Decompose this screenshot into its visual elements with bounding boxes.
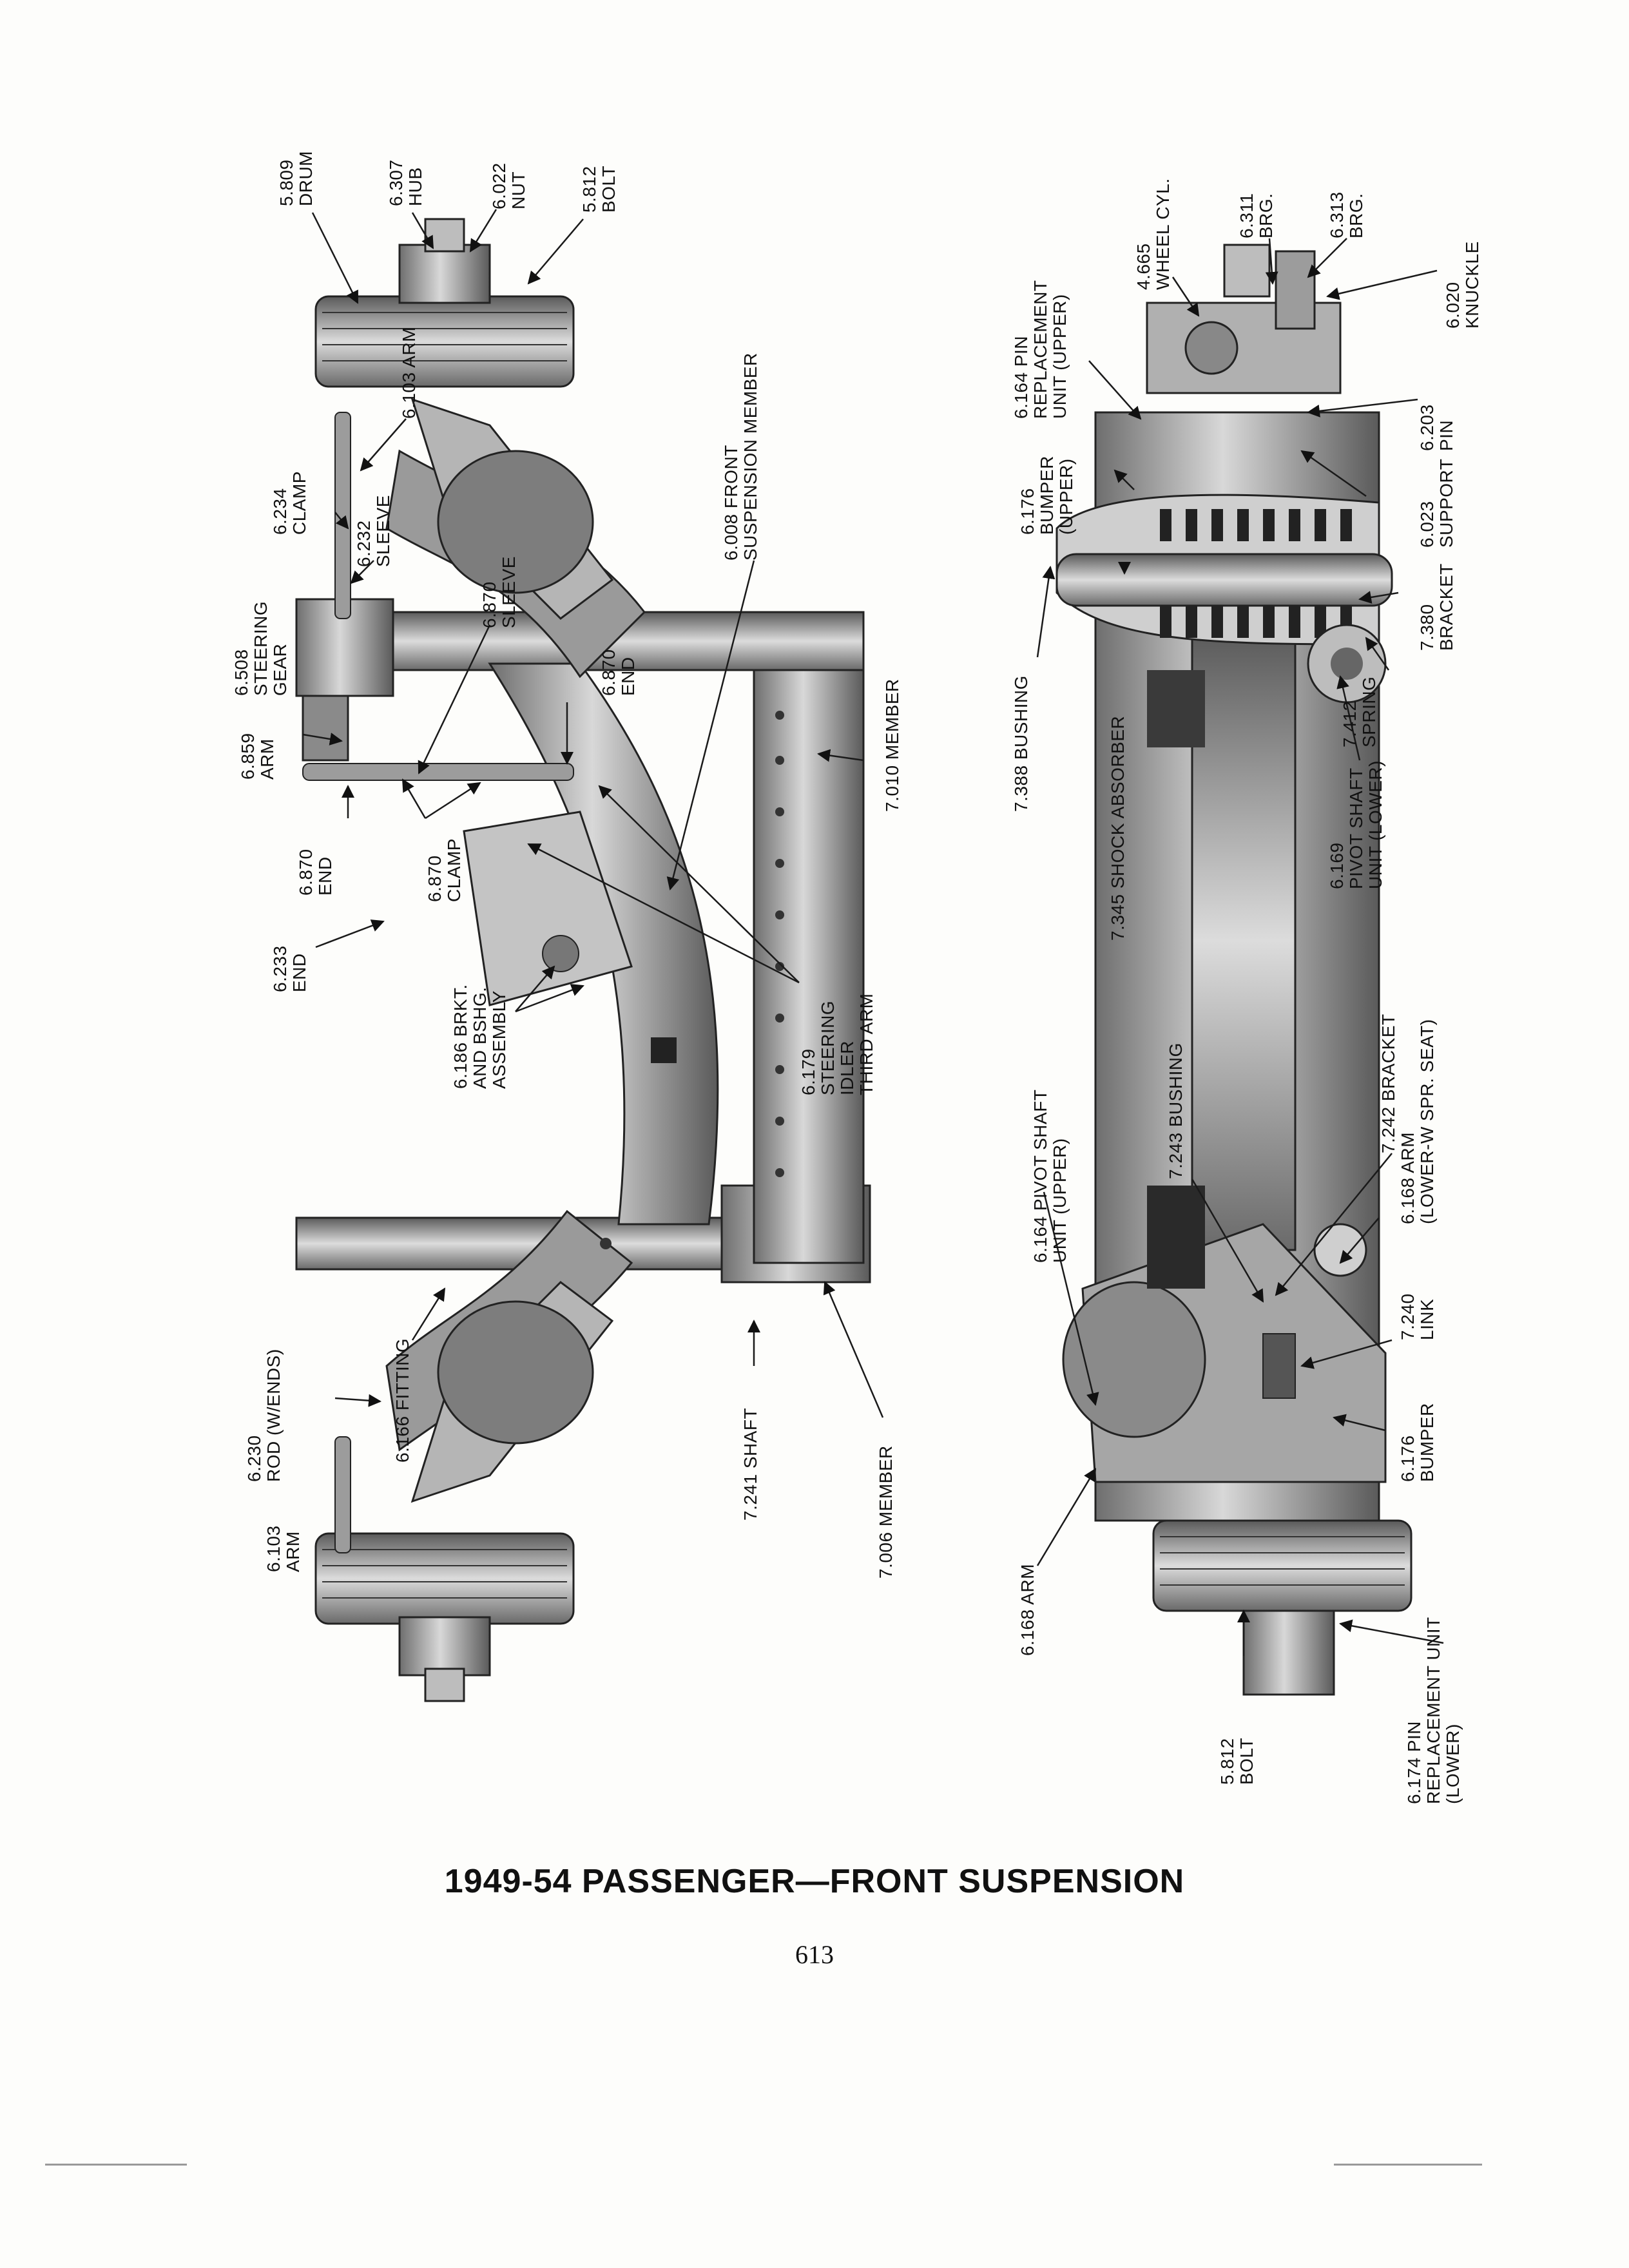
callout-part-number: 6.169 [1327, 842, 1347, 889]
callout-part-number: 6.203 [1417, 404, 1437, 451]
callout-part-label: 6.103 ARM [399, 326, 419, 419]
callout-part-name: PIN [1436, 419, 1456, 451]
callout-part-number: 6.859 [238, 733, 258, 780]
left-assembly-photo [295, 218, 871, 1702]
callout-part-name: BUMPER [1417, 1403, 1437, 1482]
callout-part-name: END [315, 856, 335, 896]
callout-part-name: WHEEL CYL. [1153, 178, 1173, 290]
callout-part-name: PIVOT SHAFT [1346, 767, 1366, 889]
callout-part-name: BRG. [1256, 193, 1276, 238]
callout-part-name: SLEEVE [499, 556, 519, 628]
callout-part-number: 6.233 [270, 945, 290, 992]
callout-part-number: 6.232 [354, 520, 374, 567]
callout-part-number: 6.313 [1327, 191, 1347, 238]
callout-part-label: 7.242 BRACKET [1378, 1014, 1398, 1153]
callout-part-number: 4.665 [1133, 243, 1153, 290]
page-number: 613 [795, 1940, 834, 1969]
callout-part-number: 6.164 PIN [1011, 335, 1031, 419]
callout-part-number: 6.234 [270, 488, 290, 535]
callout-part-name: UNIT (UPPER) [1050, 294, 1070, 419]
callout-part-name: UNIT (UPPER) [1050, 1138, 1070, 1263]
callout-part-number: 5.812 [1217, 1738, 1237, 1785]
callout-part-name: SPRING [1359, 676, 1379, 747]
callout-part-name: NUT [508, 171, 528, 209]
callout-part-number: 6.103 [264, 1525, 284, 1572]
callout-part-number: 6.870 [425, 855, 445, 902]
callout-part-number: 7.240 [1398, 1293, 1418, 1340]
callout-part-number: 5.809 [276, 159, 296, 206]
callout-part-label: 7.241 SHAFT [740, 1407, 760, 1521]
callout-part-number: 6.008 FRONT [721, 445, 741, 561]
callout-part-name: THIRD ARM [856, 993, 876, 1096]
callout-part-number: 6.307 [386, 159, 406, 206]
callout-part-number: 6.179 [798, 1048, 818, 1095]
callout-part-name: ROD (W/ENDS) [264, 1349, 284, 1482]
callout-part-name: ARM [283, 1531, 303, 1572]
callout-part-name: REPLACEMENT UNIT [1423, 1617, 1443, 1804]
callout-part-number: 7.412 [1340, 700, 1360, 747]
callout-part-name: CLAMP [444, 838, 464, 902]
callout-part-number: 6.311 [1237, 193, 1257, 239]
callout-part-name: HUB [405, 167, 425, 206]
callout-part-number: 6.230 [244, 1435, 264, 1482]
callout-part-number: 6.870 [296, 849, 316, 896]
callout-part-label: 7.345 SHOCK ABSORBER [1108, 715, 1128, 941]
callout-part-name: (LOWER) [1443, 1724, 1463, 1804]
callout-part-name: BRG. [1346, 193, 1366, 238]
callout-part-name: BUMPER [1037, 456, 1057, 535]
callout-part-name: (LOWER-W SPR. SEAT) [1417, 1019, 1437, 1224]
callout-part-name: AND BSHG. [470, 986, 490, 1089]
callout-part-name: SUSPENSION MEMBER [740, 352, 760, 561]
callout-part-number: 6.186 BRKT. [450, 984, 470, 1089]
callout-part-number: 6.870 [599, 649, 619, 696]
callout-part-name: ASSEMBLY [489, 990, 509, 1089]
callout-part-label: 7.006 MEMBER [876, 1445, 896, 1579]
callout-part-number: 6.174 PIN [1404, 1720, 1424, 1804]
scan-edge-right [1334, 2164, 1482, 2166]
page-title: 1949-54 PASSENGER—FRONT SUSPENSION [444, 1863, 1185, 1900]
callout-part-number: 6.508 [231, 649, 251, 696]
callout-part-label: 7.388 BUSHING [1011, 675, 1031, 812]
callout-part-name: REPLACEMENT [1030, 280, 1050, 419]
callout-part-number: 6.164 PIVOT SHAFT [1030, 1089, 1050, 1263]
scan-edge-left [45, 2164, 187, 2166]
callout-part-label: 7.243 BUSHING [1166, 1043, 1186, 1179]
callout-part-name: ARM [257, 738, 277, 780]
callout-part-name: KNUCKLE [1462, 241, 1482, 329]
callout-part-number: 6.168 ARM [1398, 1131, 1418, 1224]
right-assembly-photo [1055, 244, 1412, 1696]
callout-part-name: DRUM [296, 151, 316, 206]
callout-part-label: 7.010 MEMBER [882, 678, 902, 812]
callout-part-number: 6.870 [479, 581, 499, 628]
callout-part-name: STEERING [251, 601, 271, 696]
callout-part-number: 6.176 [1017, 488, 1037, 535]
callout-part-number: 7.380 [1417, 604, 1437, 651]
callout-part-name: STEERING [818, 1000, 838, 1095]
callout-part-name: (UPPER) [1056, 458, 1076, 535]
callout-part-number: 5.812 [579, 166, 599, 213]
callout-part-name: END [289, 953, 309, 992]
callout-part-name: SUPPORT [1436, 458, 1456, 548]
callout-part-number: 6.020 [1443, 282, 1463, 329]
callout-part-label: 6.166 FITTING [392, 1338, 412, 1463]
callout-part-name: LINK [1417, 1298, 1437, 1340]
callout-part-name: BOLT [599, 165, 619, 213]
callout-part-label: 6.168 ARM [1017, 1563, 1037, 1656]
callout-part-number: 6.176 [1398, 1435, 1418, 1482]
callout-part-number: 6.022 [489, 162, 509, 209]
callout-part-name: SLEEVE [373, 495, 393, 567]
callout-part-name: GEAR [270, 643, 290, 696]
callout-part-name: BOLT [1237, 1737, 1257, 1785]
callout-part-name: BRACKET [1436, 563, 1456, 651]
callout-part-name: IDLER [837, 1041, 857, 1095]
leader-lines [302, 209, 1444, 1656]
callout-part-name: UNIT (LOWER) [1365, 760, 1385, 889]
callout-part-name: END [618, 657, 638, 696]
callout-part-number: 6.023 [1417, 501, 1437, 548]
callout-part-name: CLAMP [289, 471, 309, 535]
